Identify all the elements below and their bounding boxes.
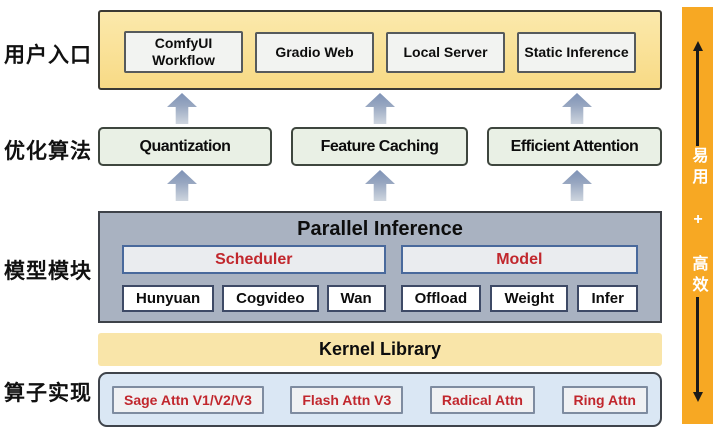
model-item-weight: Weight	[490, 285, 569, 312]
model-header: Model	[400, 245, 638, 274]
easy-efficient-sidebar: 易用 + 高效	[682, 7, 713, 424]
model-group: Model Offload Weight Infer	[400, 245, 638, 312]
up-arrow-icon	[365, 170, 395, 201]
up-arrow-icon	[562, 170, 592, 201]
up-arrow-icon	[167, 170, 197, 201]
up-line-arrow-icon	[692, 41, 703, 146]
up-arrow-icon	[365, 93, 395, 124]
row-label-user-entry: 用户入口	[4, 44, 92, 67]
arrowhead-up	[692, 41, 703, 51]
row-label-model-module: 模型模块	[4, 260, 92, 283]
model-item-cogvideo: Cogvideo	[222, 285, 319, 312]
opt-box-efficient-attention: Efficient Attention	[487, 127, 662, 166]
entry-box-comfyui-workflow: ComfyUI Workflow	[124, 31, 243, 73]
sidebar-label: 易用 + 高效	[689, 146, 707, 297]
arrow-shaft	[696, 51, 699, 146]
operator-impl-panel: Sage Attn V1/V2/V3 Flash Attn V3 Radical…	[98, 372, 662, 427]
entry-box-local-server: Local Server	[386, 31, 505, 73]
attn-box-flash: Flash Attn V3	[290, 385, 404, 414]
attn-box-radical: Radical Attn	[429, 385, 535, 414]
parallel-inference-title: Parallel Inference	[297, 218, 463, 240]
optimization-row: Quantization Feature Caching Efficient A…	[98, 127, 662, 166]
entry-box-gradio-web: Gradio Web	[255, 31, 374, 73]
parallel-inference-panel: Parallel Inference Scheduler Hunyuan Cog…	[98, 211, 662, 323]
up-arrow-icon	[562, 93, 592, 124]
model-item-infer: Infer	[577, 285, 638, 312]
model-item-hunyuan: Hunyuan	[122, 285, 215, 312]
opt-box-quantization: Quantization	[98, 127, 272, 166]
user-entry-panel: ComfyUI Workflow Gradio Web Local Server…	[98, 10, 662, 90]
row-label-optimization: 优化算法	[4, 140, 92, 163]
attn-box-sage: Sage Attn V1/V2/V3	[112, 385, 264, 414]
model-item-wan: Wan	[326, 285, 386, 312]
kernel-library-band: Kernel Library	[98, 333, 662, 366]
down-line-arrow-icon	[692, 297, 703, 402]
opt-box-feature-caching: Feature Caching	[291, 127, 468, 166]
row-label-operator-impl: 算子实现	[4, 382, 92, 405]
entry-box-static-inference: Static Inference	[517, 31, 636, 73]
scheduler-items: Hunyuan Cogvideo Wan	[122, 285, 386, 312]
scheduler-group: Scheduler Hunyuan Cogvideo Wan	[122, 245, 386, 312]
module-groups: Scheduler Hunyuan Cogvideo Wan Model Off…	[100, 241, 660, 312]
arrow-shaft	[696, 297, 699, 392]
arrowhead-down	[692, 392, 703, 402]
model-items: Offload Weight Infer	[400, 285, 638, 312]
up-arrow-icon	[167, 93, 197, 124]
model-item-offload: Offload	[400, 285, 482, 312]
scheduler-header: Scheduler	[122, 245, 386, 274]
attn-box-ring: Ring Attn	[561, 385, 648, 414]
